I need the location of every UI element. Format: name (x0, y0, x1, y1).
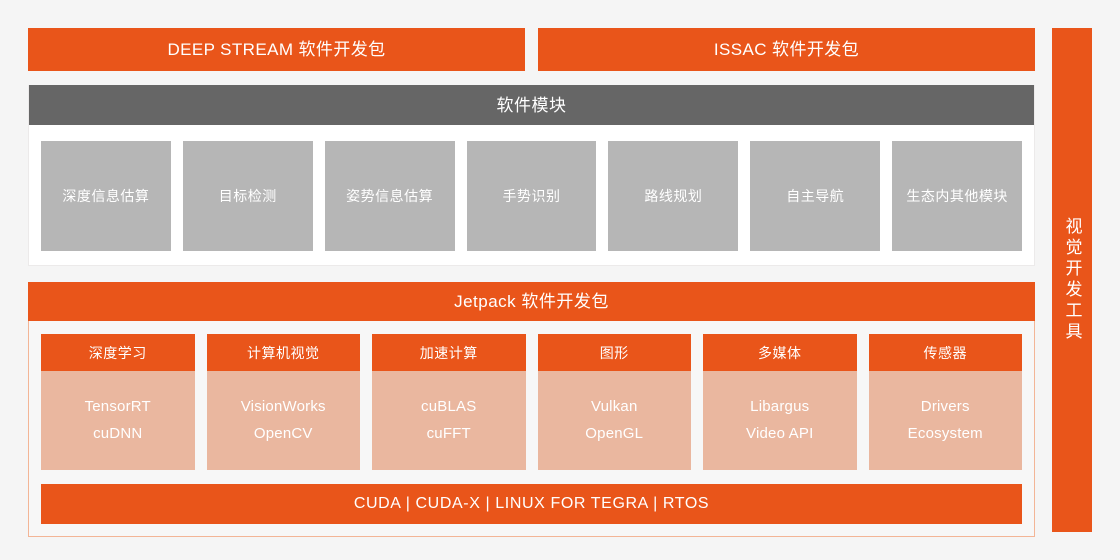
foundation-bar[interactable]: CUDA | CUDA-X | LINUX FOR TEGRA | RTOS (41, 484, 1022, 524)
lib-card-title: 传感器 (868, 334, 1022, 371)
module-card-pose-estimation[interactable]: 姿势信息估算 (324, 141, 455, 251)
lib-card-computer-vision[interactable]: 计算机视觉 VisionWorks OpenCV (206, 334, 360, 470)
module-card-object-detection[interactable]: 目标检测 (182, 141, 313, 251)
sdk-bar-issac[interactable]: ISSAC 软件开发包 (538, 28, 1035, 71)
main-stack: DEEP STREAM 软件开发包 ISSAC 软件开发包 软件模块 深度信息估… (28, 28, 1035, 537)
lib-card-title: 图形 (537, 334, 691, 371)
vision-dev-tools-bar[interactable]: 视觉开发工具 (1052, 28, 1092, 532)
lib-card-deep-learning[interactable]: 深度学习 TensorRT cuDNN (41, 334, 195, 470)
top-sdk-row: DEEP STREAM 软件开发包 ISSAC 软件开发包 (28, 28, 1035, 71)
lib-card-title: 加速计算 (372, 334, 526, 371)
module-card-route-planning[interactable]: 路线规划 (608, 141, 739, 251)
lib-card-title: 深度学习 (41, 334, 195, 371)
module-card-other-ecosystem[interactable]: 生态内其他模块 (892, 141, 1023, 251)
jetpack-title: Jetpack 软件开发包 (28, 282, 1035, 321)
jetpack-panel: Jetpack 软件开发包 深度学习 TensorRT cuDNN 计算机视觉 … (28, 282, 1035, 537)
vision-dev-tools-label: 视觉开发工具 (1062, 217, 1082, 343)
sdk-bar-deep-stream[interactable]: DEEP STREAM 软件开发包 (28, 28, 525, 71)
lib-card-title: 计算机视觉 (206, 334, 360, 371)
lib-card-graphics[interactable]: 图形 Vulkan OpenGL (537, 334, 691, 470)
lib-card-multimedia[interactable]: 多媒体 Libargus Video API (703, 334, 857, 470)
jetpack-body: 深度学习 TensorRT cuDNN 计算机视觉 VisionWorks Op… (29, 321, 1034, 536)
lib-card-items: TensorRT cuDNN (84, 397, 151, 442)
lib-card-items: Libargus Video API (746, 397, 814, 442)
lib-card-items: Drivers Ecosystem (907, 397, 983, 442)
lib-card-items: VisionWorks OpenCV (240, 397, 326, 442)
software-modules-title: 软件模块 (29, 85, 1034, 125)
lib-card-items: cuBLAS cuFFT (421, 397, 477, 442)
software-modules-panel: 软件模块 深度信息估算 目标检测 姿势信息估算 手势识别 路线规划 自主导航 生… (28, 85, 1035, 266)
module-card-autonomous-navigation[interactable]: 自主导航 (750, 141, 881, 251)
lib-card-title: 多媒体 (703, 334, 857, 371)
module-card-depth-estimation[interactable]: 深度信息估算 (41, 141, 171, 251)
lib-card-sensors[interactable]: 传感器 Drivers Ecosystem (868, 334, 1022, 470)
software-modules-grid: 深度信息估算 目标检测 姿势信息估算 手势识别 路线规划 自主导航 生态内其他模… (29, 125, 1034, 265)
module-card-gesture-recognition[interactable]: 手势识别 (466, 141, 597, 251)
jetpack-library-grid: 深度学习 TensorRT cuDNN 计算机视觉 VisionWorks Op… (41, 334, 1022, 470)
lib-card-accelerated-computing[interactable]: 加速计算 cuBLAS cuFFT (372, 334, 526, 470)
lib-card-items: Vulkan OpenGL (585, 397, 644, 442)
